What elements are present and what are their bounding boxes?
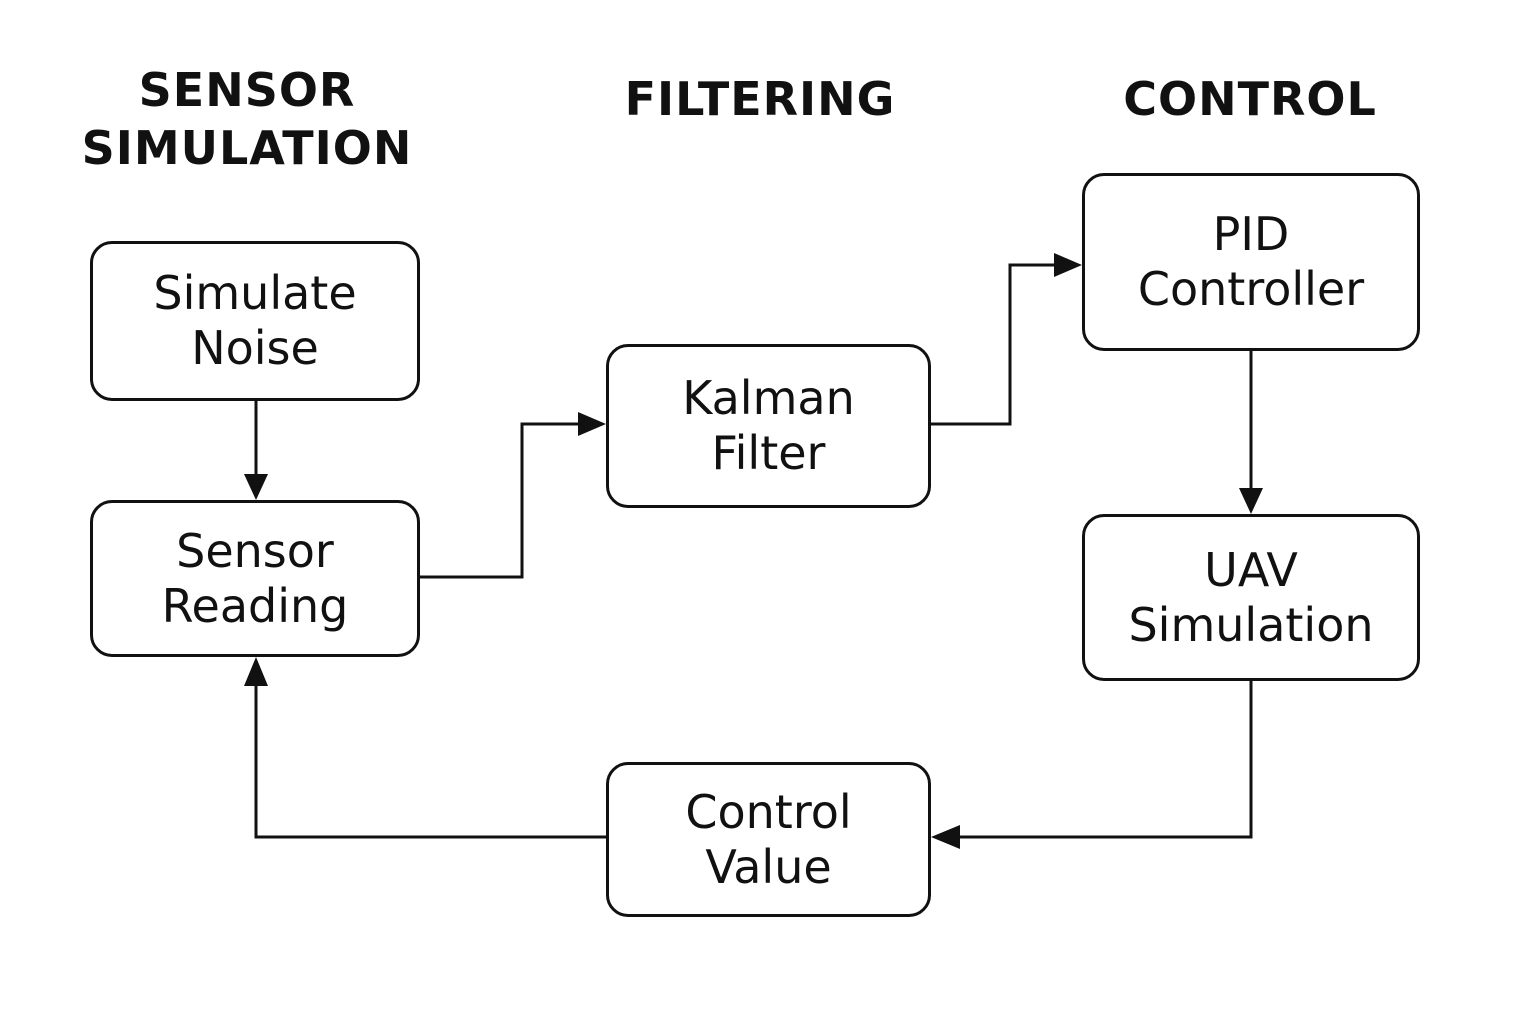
edge-kalman-filter-to-pid-controller (931, 263, 1058, 426)
arrowhead-kalman-filter-left (578, 412, 606, 436)
node-label-line: Filter (711, 426, 826, 480)
section-header-control: CONTROL (1050, 70, 1450, 128)
node-uav-simulation: UAV Simulation (1082, 514, 1420, 681)
section-header-line: SENSOR (138, 63, 356, 117)
arrowhead-sensor-reading-bottom (244, 657, 268, 686)
node-label-line: PID (1212, 207, 1290, 261)
section-header-line: CONTROL (1123, 72, 1377, 126)
node-label-line: Kalman (682, 371, 855, 425)
arrowhead-sensor-reading-top (244, 474, 268, 500)
node-kalman-filter: Kalman Filter (606, 344, 931, 508)
arrowhead-pid-controller-left (1054, 253, 1082, 277)
edge-uav-simulation-to-control-value (956, 681, 1253, 839)
edge-control-value-to-sensor-reading (254, 683, 606, 839)
arrowhead-control-value-right (931, 825, 960, 849)
node-label-line: Noise (191, 321, 319, 375)
node-label-line: Value (705, 839, 832, 894)
section-header-line: SIMULATION (81, 121, 413, 175)
section-header-line: FILTERING (624, 72, 896, 126)
arrowhead-uav-simulation-top (1239, 488, 1263, 514)
node-label-line: Simulation (1128, 597, 1374, 652)
section-header-filtering: FILTERING (560, 70, 960, 128)
section-header-sensor-simulation: SENSOR SIMULATION (40, 61, 454, 177)
node-simulate-noise: Simulate Noise (90, 241, 420, 401)
node-control-value: Control Value (606, 762, 931, 917)
node-label-line: Control (685, 784, 852, 839)
node-label-line: Controller (1137, 262, 1365, 316)
node-label-line: Simulate (153, 266, 357, 320)
edge-sensor-reading-to-kalman-filter (420, 422, 582, 579)
node-label-line: Reading (161, 578, 349, 633)
node-sensor-reading: Sensor Reading (90, 500, 420, 657)
node-label-line: UAV (1204, 542, 1298, 597)
node-label-line: Sensor (176, 523, 334, 578)
node-pid-controller: PID Controller (1082, 173, 1420, 351)
